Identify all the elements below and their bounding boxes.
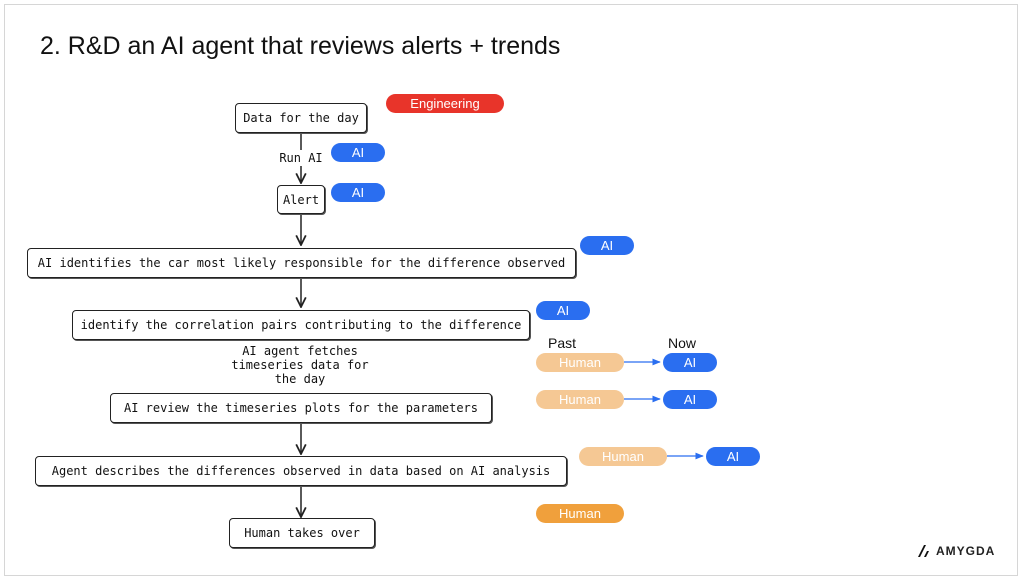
tag-ai-alert: AI (331, 183, 385, 202)
step-fetch-note: AI agent fetches timeseries data for the… (220, 344, 380, 386)
amygda-logo-icon (918, 545, 929, 557)
step-review-plots: AI review the timeseries plots for the p… (110, 393, 492, 423)
amygda-logo: AMYGDA (916, 544, 995, 558)
tag-human-past-review: Human (536, 390, 624, 409)
step-describe-differences: Agent describes the differences observed… (35, 456, 567, 486)
step-identify-car: AI identifies the car most likely respon… (27, 248, 576, 278)
tag-ai-run: AI (331, 143, 385, 162)
tag-ai-now-describe: AI (706, 447, 760, 466)
header-past: Past (548, 335, 577, 351)
tag-ai-correlation: AI (536, 301, 590, 320)
step-data-for-day: Data for the day (235, 103, 367, 133)
page-title: 2. R&D an AI agent that reviews alerts +… (40, 32, 561, 60)
fetch-note-line-1: AI agent fetches (242, 344, 358, 358)
tag-ai-now-review: AI (663, 390, 717, 409)
step-correlation-pairs: identify the correlation pairs contribut… (72, 310, 530, 340)
tag-human-takeover: Human (536, 504, 624, 523)
logo-text: AMYGDA (936, 544, 996, 558)
step-run-ai: Run AI (279, 151, 323, 165)
header-now: Now (668, 335, 697, 351)
step-human-takes-over: Human takes over (229, 518, 375, 548)
step-alert: Alert (277, 185, 325, 214)
tag-engineering: Engineering (386, 94, 504, 113)
fetch-note-line-2: timeseries data for (231, 358, 369, 372)
tag-human-past-describe: Human (579, 447, 667, 466)
tag-human-past-fetch: Human (536, 353, 624, 372)
tag-ai-now-fetch: AI (663, 353, 717, 372)
tag-ai-identify: AI (580, 236, 634, 255)
fetch-note-line-3: the day (274, 372, 326, 386)
